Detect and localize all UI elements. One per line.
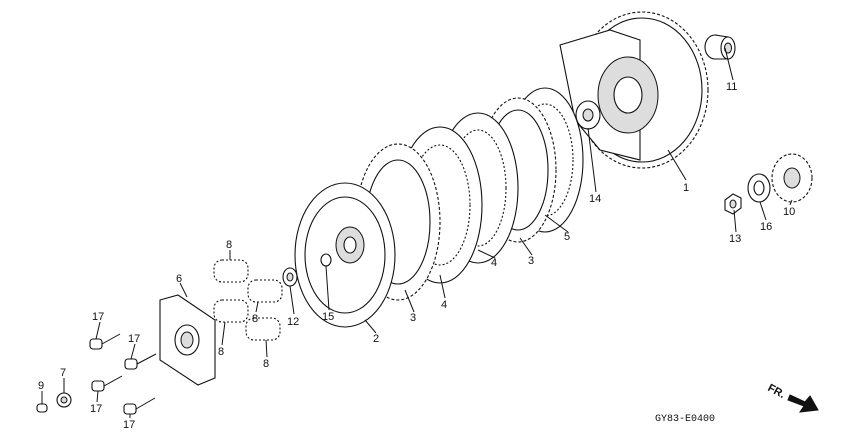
callout-15: 15 [322,311,334,323]
callout-12: 12 [287,316,299,328]
callout-11: 11 [726,81,737,93]
callout-17: 17 [128,333,140,345]
clutch-plate-stack [355,87,584,301]
callout-3: 3 [410,312,416,324]
lifter-piece [282,267,298,287]
callout-7: 7 [60,367,66,379]
clutch-outer-housing [559,11,709,169]
callout-4: 4 [441,299,447,311]
callout-6: 6 [176,273,182,285]
diagram-code: GY83-E0400 [655,414,715,425]
callout-16: 16 [760,221,772,233]
front-direction-indicator: FR. [766,382,819,413]
pressure-plate [294,182,396,328]
callout-17: 17 [90,403,102,415]
callout-2: 2 [373,333,379,345]
callout-5: 5 [564,231,570,243]
clutch-springs [213,259,283,341]
callout-8: 8 [226,239,232,251]
callout-4: 4 [491,257,497,269]
callout-14: 14 [589,193,601,205]
callout-17: 17 [123,419,135,431]
callout-8: 8 [263,358,269,370]
drive-gear-set [724,153,813,215]
lifter-plate [159,294,216,386]
front-label: FR. [766,382,787,401]
callout-8: 8 [218,346,224,358]
callout-10: 10 [783,206,795,218]
bushing [704,34,736,60]
callout-13: 13 [729,233,741,245]
bolts [36,333,157,415]
callouts: 1 2 3 3 4 4 5 6 7 8 8 8 8 9 10 11 12 13 … [38,81,795,431]
callout-9: 9 [38,380,44,392]
callout-1: 1 [683,182,689,194]
callout-17: 17 [92,311,104,323]
callout-8: 8 [252,313,258,325]
leader-lines [41,47,793,418]
callout-3: 3 [528,255,534,267]
front-arrow-icon [787,394,819,413]
